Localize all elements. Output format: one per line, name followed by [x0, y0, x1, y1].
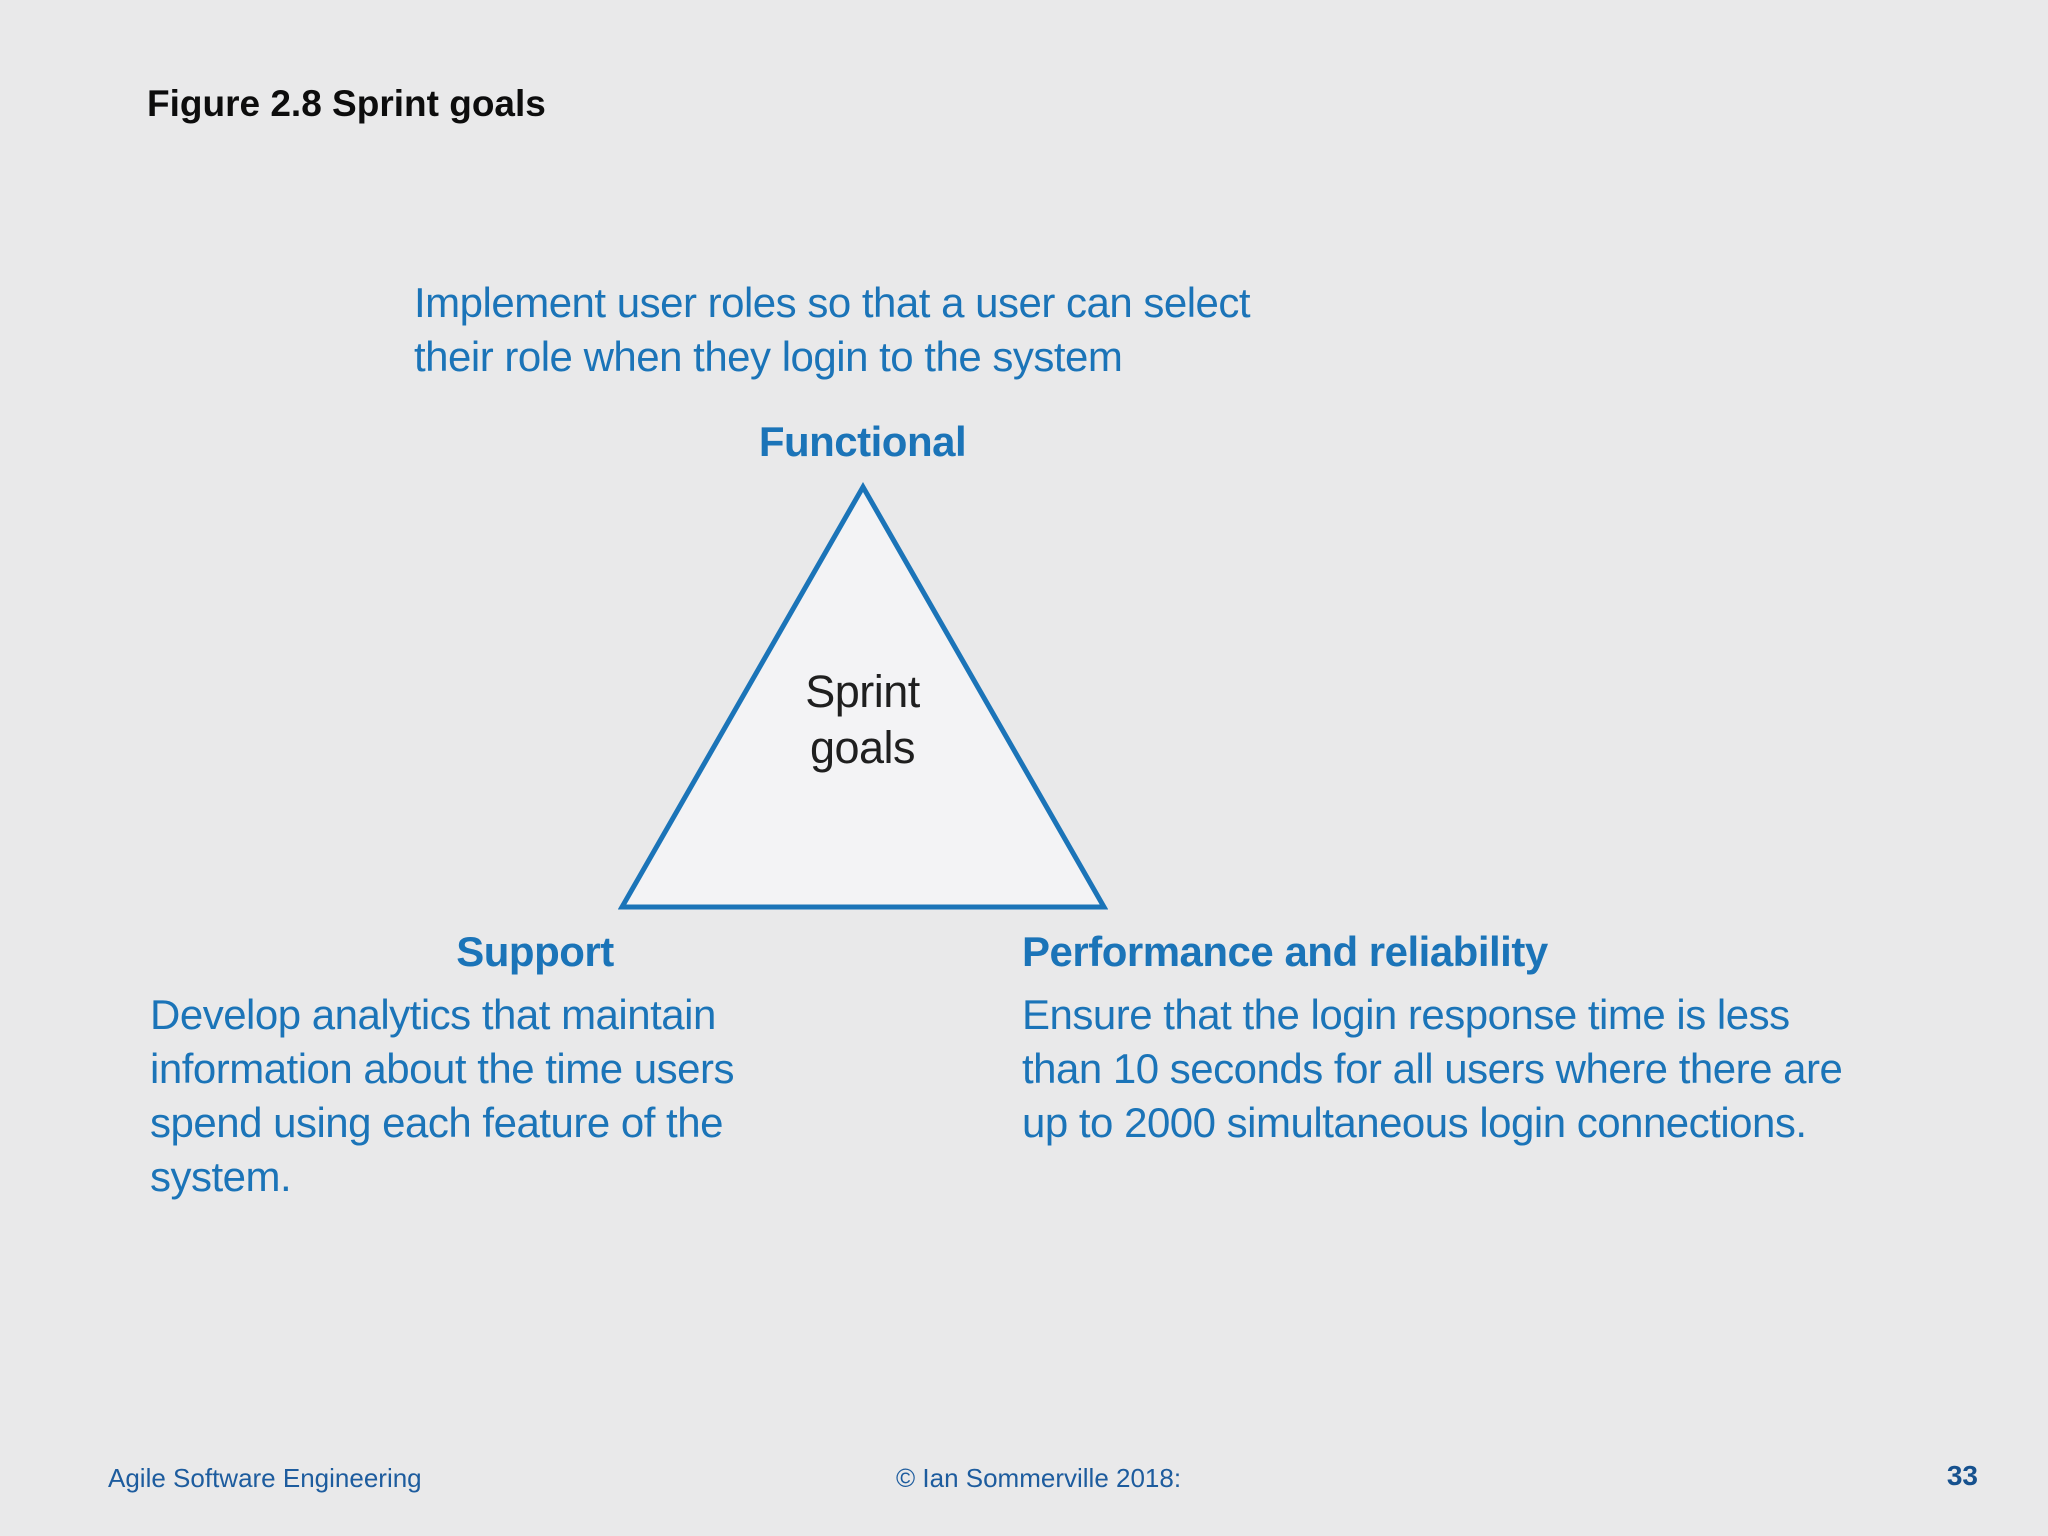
triangle-center-label: Sprint goals: [805, 666, 920, 773]
footer-page-number: 33: [1946, 1460, 1978, 1491]
footer-copyright: © Ian Sommerville 2018:: [896, 1463, 1182, 1493]
functional-goal-description: Implement user roles so that a user can …: [414, 279, 1251, 380]
functional-goal-label: Functional: [758, 418, 967, 465]
performance-goal-description: Ensure that the login response time is l…: [1022, 991, 1843, 1146]
performance-goal-label: Performance and reliability: [1022, 928, 1548, 975]
footer-course-name: Agile Software Engineering: [108, 1463, 422, 1493]
figure-title: Figure 2.8 Sprint goals: [147, 83, 546, 124]
support-goal-description: Develop analytics that maintain informat…: [150, 991, 734, 1200]
sprint-goals-triangle: [618, 482, 1108, 910]
support-goal-label: Support: [456, 928, 614, 975]
triangle-shape: [618, 482, 1108, 910]
